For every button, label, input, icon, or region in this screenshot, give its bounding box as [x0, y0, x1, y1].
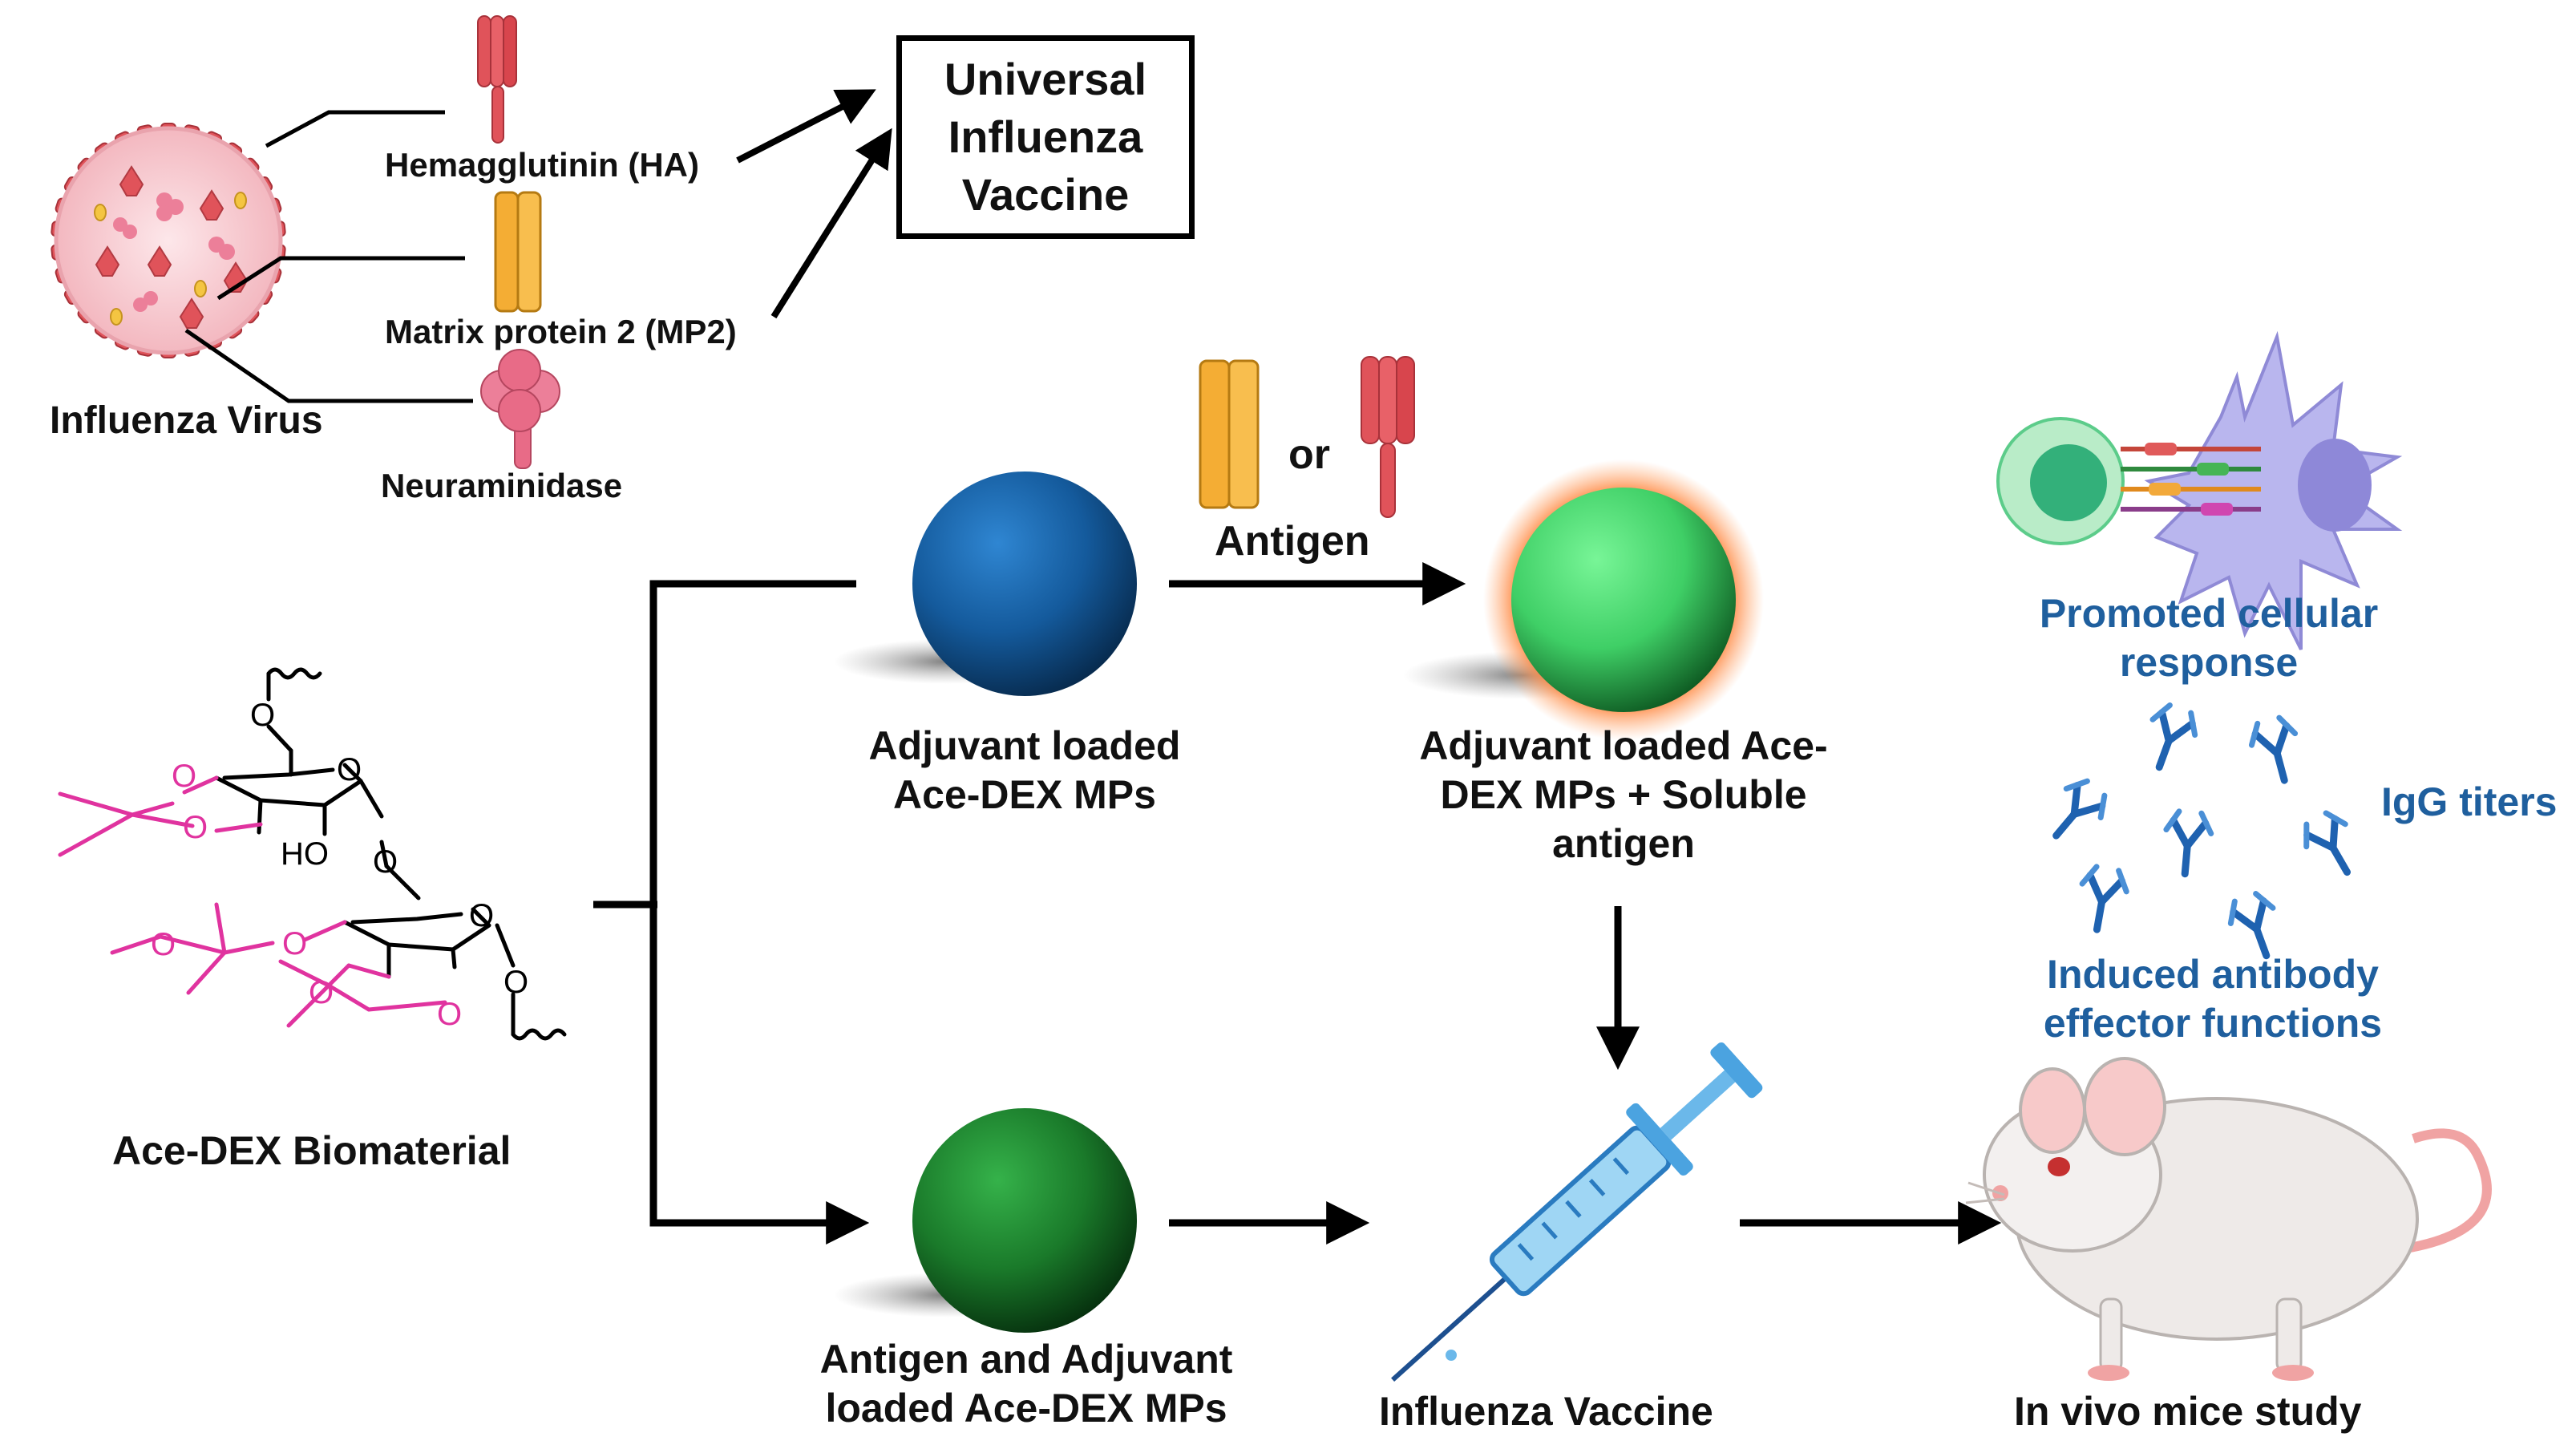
dendritic-cell-icon	[2144, 330, 2403, 650]
atom-o-label: O	[309, 975, 334, 1010]
flow-arrows	[593, 562, 2002, 1245]
antigen-label: Antigen	[1215, 518, 1370, 565]
antibody-cluster	[2039, 702, 2367, 964]
adjuvant-particle-line-1: Adjuvant loaded	[868, 723, 1181, 768]
atom-o-label: O	[183, 810, 208, 845]
hemagglutinin-icon	[477, 15, 517, 144]
universal-vaccine-line-2: Influenza	[948, 111, 1143, 163]
cellular-response-line-1: Promoted cellular	[2039, 591, 2379, 636]
influenza-virus-icon	[50, 123, 287, 358]
igg-titers-label: IgG titers	[2381, 779, 2558, 824]
neuraminidase-label: Neuraminidase	[381, 467, 623, 504]
atom-o-label: O	[503, 965, 529, 1000]
atom-o-label: O	[172, 759, 197, 794]
virus-leader-lines	[184, 110, 473, 403]
matrix-protein-2-icon	[494, 191, 542, 313]
atom-o-label: O	[282, 926, 308, 961]
universal-vaccine-line-3: Vaccine	[961, 168, 1130, 220]
t-cell-icon	[1996, 417, 2125, 545]
cellular-response-line-2: response	[2119, 640, 2299, 685]
antigen-adjuvant-particle	[834, 1108, 1137, 1333]
matrix-protein-2-label: Matrix protein 2 (MP2)	[385, 313, 737, 350]
universal-vaccine-line-1: Universal	[944, 54, 1147, 105]
antigen-adjuvant-line-1: Antigen and Adjuvant	[819, 1337, 1233, 1382]
influenza-vaccine-label: Influenza Vaccine	[1379, 1389, 1713, 1434]
antigen-adjuvant-particle-label: Antigen and Adjuvant loaded Ace-DEX MPs	[794, 1335, 1259, 1433]
atom-o-label: O	[437, 997, 463, 1032]
atom-o-label: O	[373, 844, 398, 880]
neuraminidase-icon	[480, 349, 560, 469]
adjuvant-soluble-line-3: antigen	[1552, 821, 1695, 866]
ace-dex-biomaterial-label: Ace-DEX Biomaterial	[112, 1128, 512, 1173]
antigen-mp2-icon	[1199, 359, 1260, 509]
atom-o-label: O	[151, 927, 176, 962]
universal-vaccine-box: Universal Influenza Vaccine	[896, 35, 1195, 239]
adjuvant-soluble-antigen-particle	[1403, 459, 1764, 740]
atom-ho-label: HO	[281, 836, 329, 872]
receptor-interaction-icon	[2121, 443, 2261, 516]
influenza-virus-label: Influenza Virus	[50, 399, 323, 442]
or-label: or	[1288, 431, 1330, 478]
cellular-response-label: Promoted cellular response	[2008, 589, 2409, 687]
mouse-icon	[1965, 1057, 2492, 1381]
vaccine-droplet-icon	[1446, 1350, 1457, 1361]
atom-o-label: O	[250, 698, 276, 733]
antigen-ha-icon	[1361, 356, 1415, 518]
syringe-icon	[1391, 1042, 1763, 1382]
adjuvant-soluble-line-1: Adjuvant loaded Ace-	[1419, 723, 1828, 768]
antibody-effector-line-1: Induced antibody	[2047, 952, 2379, 997]
antibody-effector-label: Induced antibody effector functions	[2008, 950, 2417, 1048]
atom-o-label: O	[337, 752, 362, 787]
adjuvant-particle-label: Adjuvant loaded Ace-DEX MPs	[856, 722, 1193, 820]
vaccine-box-arrows	[736, 89, 892, 319]
adjuvant-particle	[834, 472, 1137, 696]
adjuvant-soluble-antigen-label: Adjuvant loaded Ace- DEX MPs + Soluble a…	[1399, 722, 1848, 868]
mice-study-label: In vivo mice study	[2014, 1389, 2362, 1434]
atom-o-label: O	[469, 898, 495, 933]
adjuvant-particle-line-2: Ace-DEX MPs	[893, 772, 1156, 817]
adjuvant-soluble-line-2: DEX MPs + Soluble	[1440, 772, 1807, 817]
antigen-adjuvant-line-2: loaded Ace-DEX MPs	[825, 1386, 1227, 1431]
hemagglutinin-label: Hemagglutinin (HA)	[385, 146, 699, 184]
ace-dex-structure	[58, 667, 567, 1041]
antibody-effector-line-2: effector functions	[2043, 1001, 2383, 1046]
